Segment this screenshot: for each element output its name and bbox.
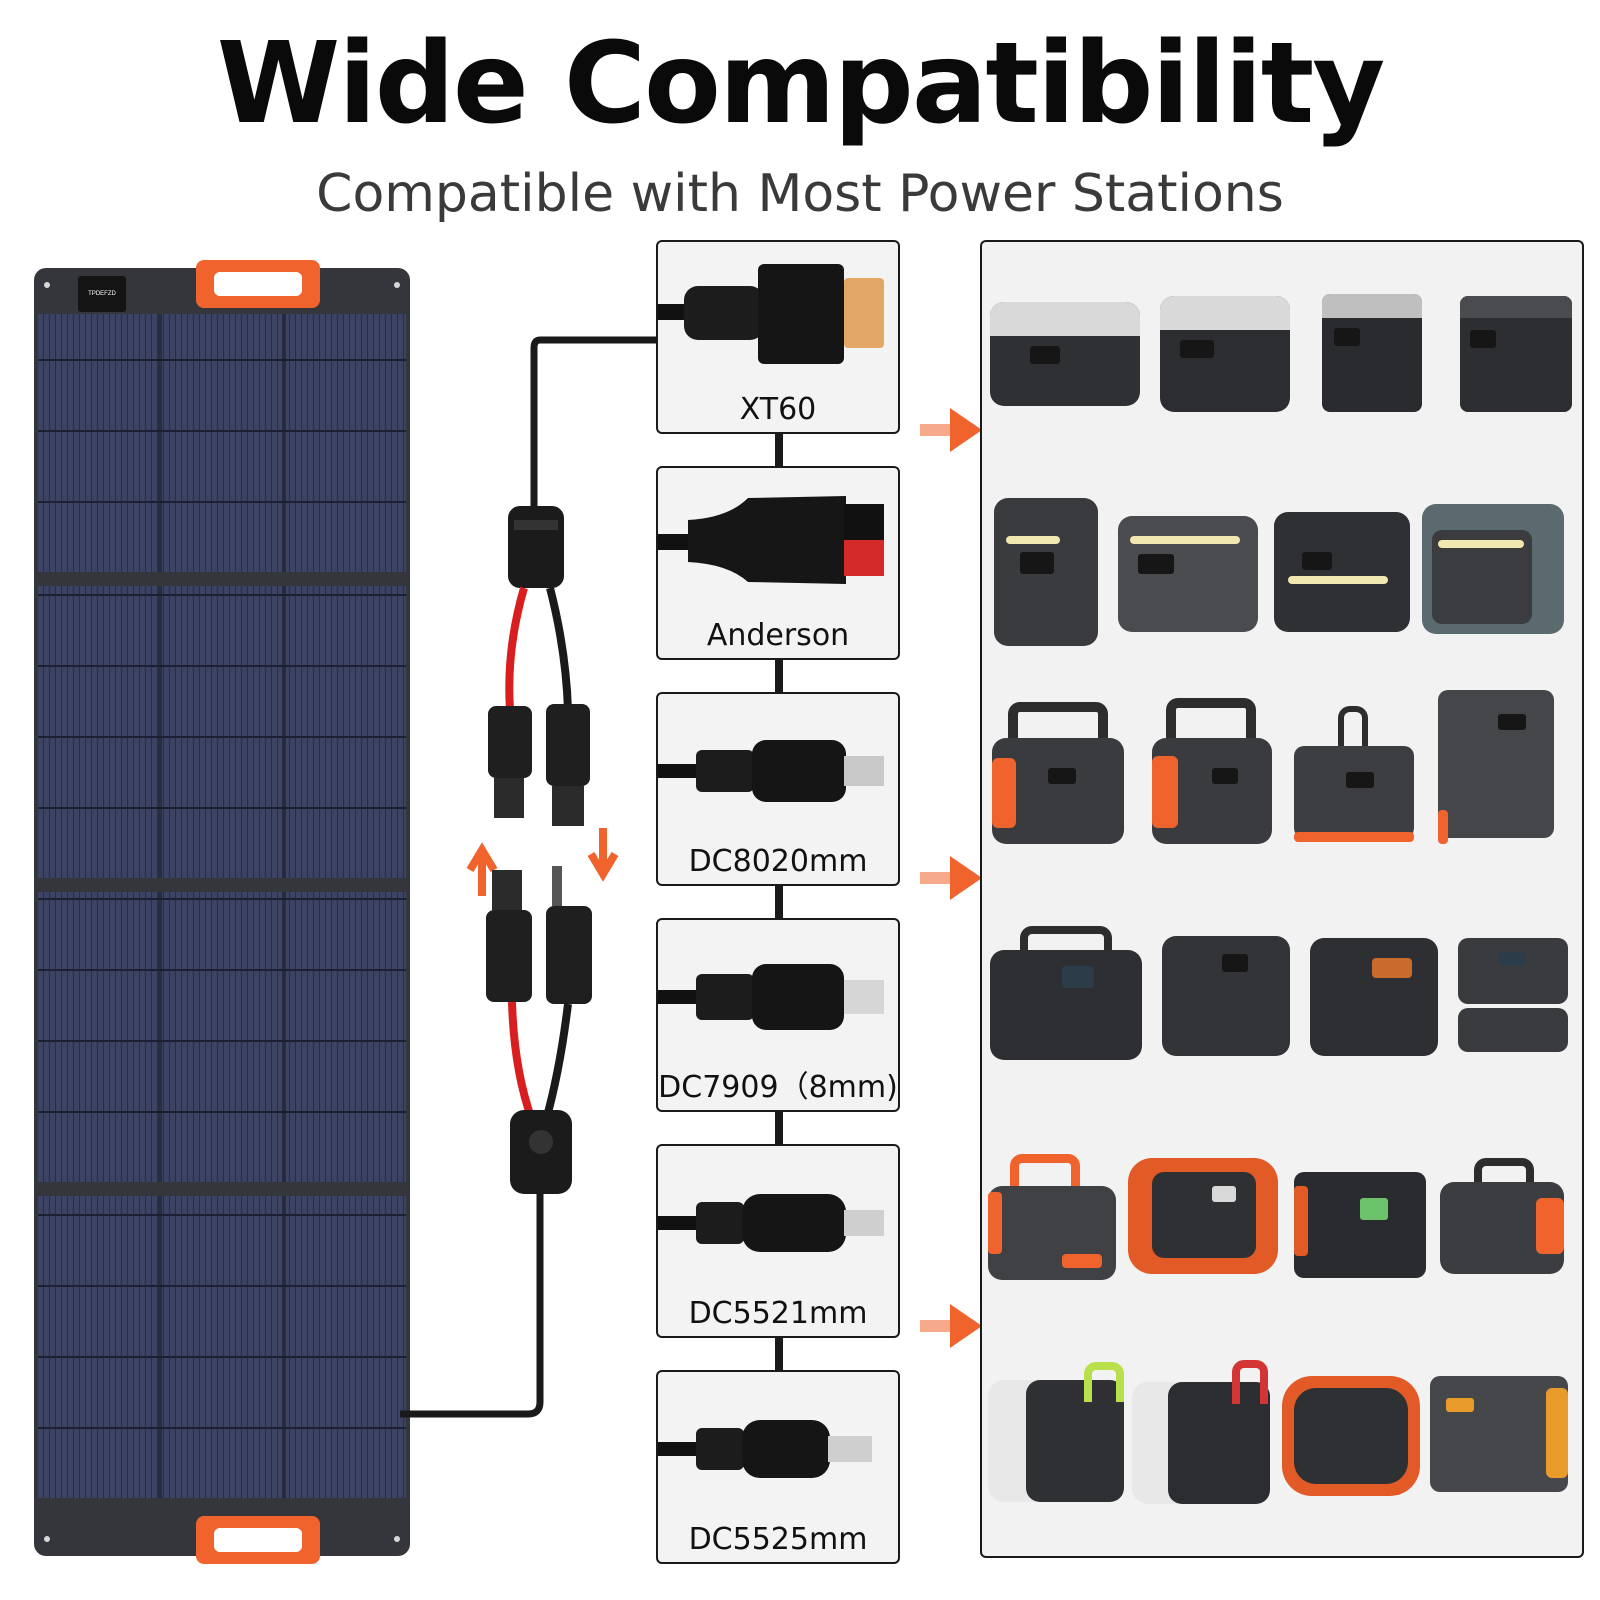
- connector-xt60: XT60: [656, 240, 900, 434]
- connector-label: DC5525mm: [688, 1522, 868, 1557]
- dc5525-plug-icon: [658, 1420, 872, 1478]
- rivet: [44, 1536, 50, 1542]
- power-station-image: [1274, 512, 1410, 632]
- connector-label: XT60: [739, 392, 817, 427]
- power-station-image: [990, 926, 1142, 1060]
- dc8020-plug-icon: [658, 740, 884, 802]
- connector-dc5521: DC5521mm: [656, 1144, 900, 1338]
- power-station-image: [1128, 1158, 1278, 1274]
- connector-link: [775, 882, 783, 918]
- power-station-image: [1310, 938, 1438, 1056]
- anderson-plug-icon: [658, 496, 884, 584]
- page-title: Wide Compatibility: [216, 19, 1385, 149]
- dc5521-plug-icon: [658, 1194, 884, 1252]
- power-station-image: [988, 1362, 1124, 1502]
- dc7909-plug-icon: [658, 964, 884, 1030]
- panel-section-4: [38, 1196, 406, 1498]
- solar-panel: TPDEFZD: [34, 260, 410, 1564]
- panel-section-2: [38, 586, 406, 878]
- power-station-image: [1430, 1376, 1568, 1492]
- power-station-image: [1322, 294, 1422, 412]
- power-station-image: [994, 498, 1098, 646]
- power-station-image: [1152, 698, 1272, 844]
- connector-link: [775, 656, 783, 692]
- panel-section-1: [38, 314, 406, 572]
- bottom-handle: [196, 1516, 320, 1564]
- power-station-image: [1458, 938, 1568, 1052]
- arrow-right-icon: [920, 856, 982, 900]
- rivet: [394, 1536, 400, 1542]
- rivet: [394, 282, 400, 288]
- power-station-image: [1118, 516, 1258, 632]
- connector-dc5525: DC5525mm: [656, 1370, 900, 1564]
- connector-dc8020: DC8020mm: [656, 692, 900, 886]
- power-station-image: [1294, 1162, 1426, 1278]
- power-station-image: [992, 702, 1124, 844]
- connector-link: [775, 430, 783, 466]
- compatible-devices-panel: [980, 240, 1584, 1558]
- power-station-image: [988, 1154, 1116, 1280]
- top-handle: [196, 260, 320, 308]
- connector-label: Anderson: [706, 618, 850, 653]
- arrow-right-icon: [920, 408, 982, 452]
- y-splitter-cable: [400, 336, 656, 1418]
- connector-link: [775, 1108, 783, 1144]
- connector-label: DC7909（8mm): [658, 1070, 898, 1105]
- power-station-image: [1438, 690, 1554, 846]
- panel-section-3: [38, 892, 406, 1182]
- power-station-image: [1162, 936, 1290, 1056]
- power-station-image: [1132, 1360, 1270, 1504]
- connector-link: [775, 1334, 783, 1370]
- rivet: [44, 282, 50, 288]
- power-station-image: [1160, 296, 1290, 412]
- power-station-image: [990, 302, 1140, 406]
- power-station-image: [1294, 706, 1414, 844]
- power-station-image: [1460, 296, 1572, 412]
- power-station-image: [1282, 1376, 1420, 1496]
- xt60-plug-icon: [658, 264, 884, 364]
- page-subtitle: Compatible with Most Power Stations: [316, 164, 1284, 224]
- connector-anderson: Anderson: [656, 466, 900, 660]
- connector-label: DC5521mm: [688, 1296, 868, 1331]
- power-station-image: [1440, 1158, 1564, 1274]
- arrow-right-icon: [920, 1304, 982, 1348]
- power-station-image: [1422, 504, 1564, 634]
- connector-dc7909: DC7909（8mm): [656, 918, 900, 1112]
- brand-label: TPDEFZD: [78, 276, 126, 312]
- connector-label: DC8020mm: [688, 844, 868, 879]
